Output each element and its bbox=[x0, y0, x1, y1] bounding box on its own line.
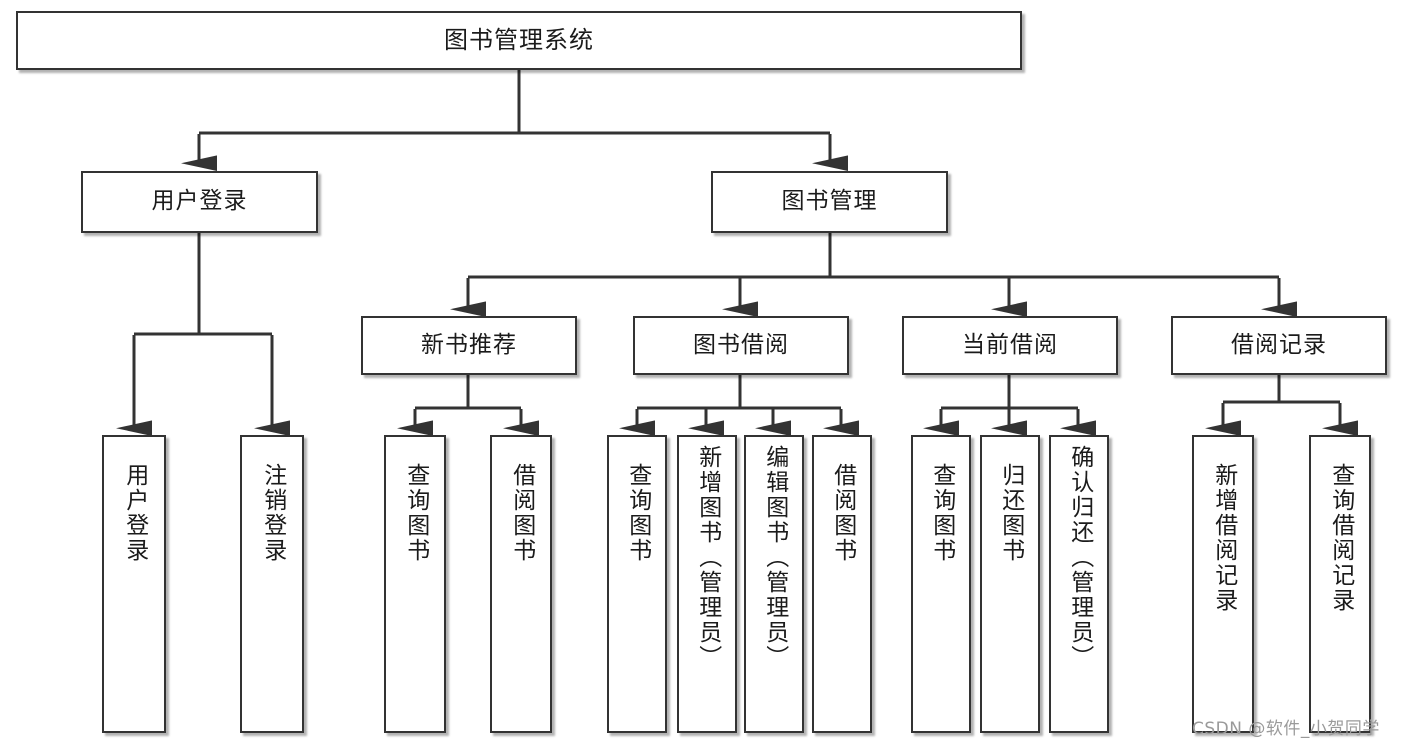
node-current-borrow-label: 当前借阅 bbox=[962, 331, 1058, 358]
leaf-label: 查询借阅记录 bbox=[1327, 463, 1354, 613]
node-root-label: 图书管理系统 bbox=[444, 26, 594, 55]
leaf-current-borrow-query-book[interactable]: 查询图书 bbox=[911, 435, 971, 733]
leaf-label: 注销登录 bbox=[259, 463, 286, 563]
leaf-label: 新增借阅记录 bbox=[1210, 463, 1237, 613]
leaf-book-borrow-query-book[interactable]: 查询图书 bbox=[607, 435, 667, 733]
node-borrow-record[interactable]: 借阅记录 bbox=[1171, 316, 1387, 375]
leaf-new-book-borrow-book[interactable]: 借阅图书 bbox=[490, 435, 552, 733]
leaf-user-login-logout[interactable]: 注销登录 bbox=[240, 435, 304, 733]
leaf-label: 用户登录 bbox=[121, 463, 148, 563]
leaf-book-borrow-add-book-admin[interactable]: 新增图书（管理员） bbox=[677, 435, 737, 733]
node-borrow-record-label: 借阅记录 bbox=[1231, 331, 1327, 358]
leaf-label: 编辑图书（管理员） bbox=[761, 445, 788, 670]
node-book-manage-label: 图书管理 bbox=[781, 188, 878, 215]
node-root-system[interactable]: 图书管理系统 bbox=[16, 11, 1022, 70]
leaf-label: 借阅图书 bbox=[508, 463, 535, 563]
node-new-book-recommend-label: 新书推荐 bbox=[421, 331, 517, 358]
leaf-borrow-record-add-record[interactable]: 新增借阅记录 bbox=[1192, 435, 1254, 733]
node-book-borrow[interactable]: 图书借阅 bbox=[633, 316, 849, 375]
node-user-login-label: 用户登录 bbox=[151, 188, 248, 215]
leaf-label: 新增图书（管理员） bbox=[694, 445, 721, 670]
node-book-borrow-label: 图书借阅 bbox=[693, 331, 789, 358]
node-book-manage[interactable]: 图书管理 bbox=[711, 171, 948, 233]
leaf-new-book-query-book[interactable]: 查询图书 bbox=[384, 435, 446, 733]
leaf-label: 确认归还（管理员） bbox=[1066, 445, 1093, 670]
leaf-user-login-login[interactable]: 用户登录 bbox=[102, 435, 166, 733]
leaf-label: 归还图书 bbox=[997, 463, 1024, 563]
leaf-book-borrow-borrow-book[interactable]: 借阅图书 bbox=[812, 435, 872, 733]
leaf-book-borrow-edit-book-admin[interactable]: 编辑图书（管理员） bbox=[744, 435, 804, 733]
leaf-label: 借阅图书 bbox=[829, 463, 856, 563]
leaf-label: 查询图书 bbox=[402, 463, 429, 563]
leaf-current-borrow-return-book[interactable]: 归还图书 bbox=[980, 435, 1040, 733]
node-user-login[interactable]: 用户登录 bbox=[81, 171, 318, 233]
csdn-watermark: CSDN @软件_小贺同学 bbox=[1192, 719, 1380, 739]
leaf-label: 查询图书 bbox=[624, 463, 651, 563]
leaf-borrow-record-query-record[interactable]: 查询借阅记录 bbox=[1309, 435, 1371, 733]
node-new-book-recommend[interactable]: 新书推荐 bbox=[361, 316, 577, 375]
leaf-current-borrow-confirm-return-admin[interactable]: 确认归还（管理员） bbox=[1049, 435, 1109, 733]
node-current-borrow[interactable]: 当前借阅 bbox=[902, 316, 1118, 375]
leaf-label: 查询图书 bbox=[928, 463, 955, 563]
